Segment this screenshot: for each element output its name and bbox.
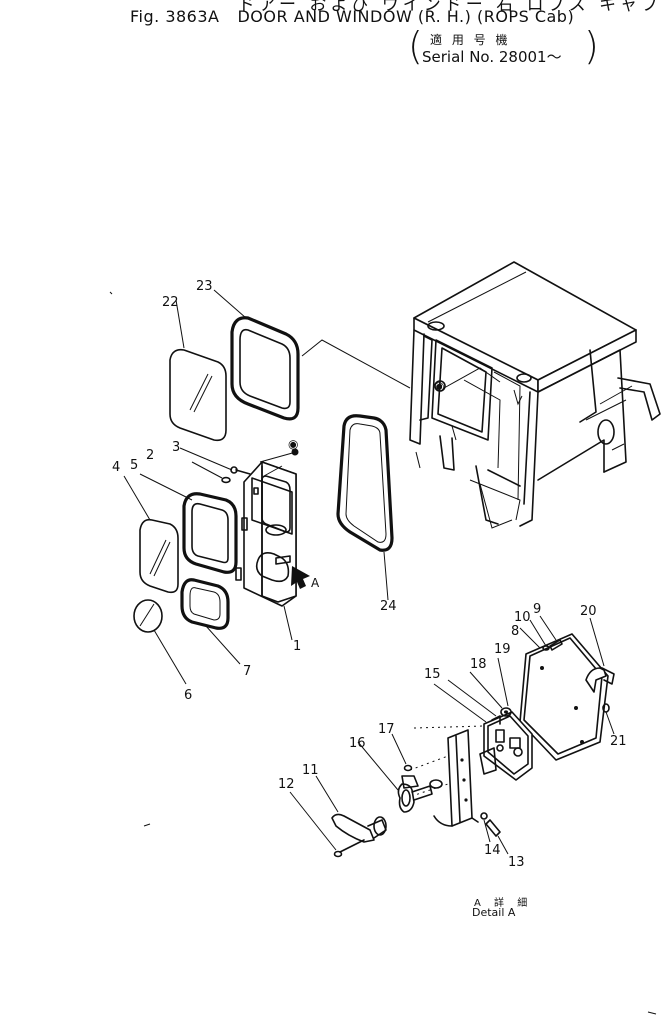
detail-label-japanese: A 詳 細: [474, 898, 533, 909]
callout-13: 13: [508, 855, 525, 870]
callout-cab-marker: ◉: [434, 379, 445, 393]
figure-number: Fig. 3863A: [130, 7, 220, 26]
seal-7: [180, 578, 241, 665]
view-marker-label: A: [311, 576, 320, 590]
callout-8: 8: [511, 624, 520, 639]
leader-23-to-cab: [301, 339, 411, 389]
screws-2-3: [179, 447, 297, 484]
callout-2: 2: [146, 448, 155, 463]
japanese-title: ドアー および ウインドー 右 ロプス キャブ: [238, 0, 662, 15]
window-glass-4: [123, 475, 179, 594]
door-1: [235, 461, 297, 641]
callout-19: 19: [494, 642, 511, 657]
window-seal-23: [213, 289, 300, 421]
callout-10: 10: [514, 610, 531, 625]
window-glass-22: [169, 299, 227, 442]
door-seal-24: [336, 414, 394, 601]
latch-assembly-detail-a: [289, 615, 615, 858]
callout-15: 15: [424, 667, 441, 682]
callout-9: 9: [533, 602, 542, 617]
callout-3-marker: ◉: [288, 437, 299, 451]
callout-5: 5: [130, 458, 139, 473]
callout-21: 21: [610, 734, 627, 749]
callout-11: 11: [302, 763, 319, 778]
window-seal-5: [139, 473, 238, 574]
callout-23: 23: [196, 279, 213, 294]
callout-12: 12: [278, 777, 295, 792]
callout-17: 17: [378, 722, 395, 737]
stray-marks: [109, 291, 657, 1015]
callout-14: 14: [484, 843, 501, 858]
glass-6: [133, 599, 187, 685]
callout-18: 18: [470, 657, 487, 672]
callout-3: 3: [172, 440, 181, 455]
callout-1: 1: [293, 639, 302, 654]
serial-bracket-left: (: [408, 24, 423, 68]
rops-cab: [409, 261, 661, 529]
callout-4: 4: [112, 460, 121, 475]
figure-title: Fig. 3863A DOOR AND WINDOW (R. H.) (ROPS …: [130, 7, 574, 26]
detail-label: Detail A: [472, 906, 516, 919]
callout-16: 16: [349, 736, 366, 751]
callout-7: 7: [243, 664, 252, 679]
serial-japanese: 適 用 号 機: [430, 33, 511, 47]
callout-24: 24: [380, 599, 397, 614]
figure-caption: DOOR AND WINDOW (R. H.) (ROPS Cab): [237, 7, 575, 26]
callout-20: 20: [580, 604, 597, 619]
callout-6: 6: [184, 688, 193, 703]
serial-bracket-right: ): [584, 24, 599, 68]
callout-22: 22: [162, 295, 179, 310]
serial-number: Serial No. 28001～: [422, 48, 562, 66]
